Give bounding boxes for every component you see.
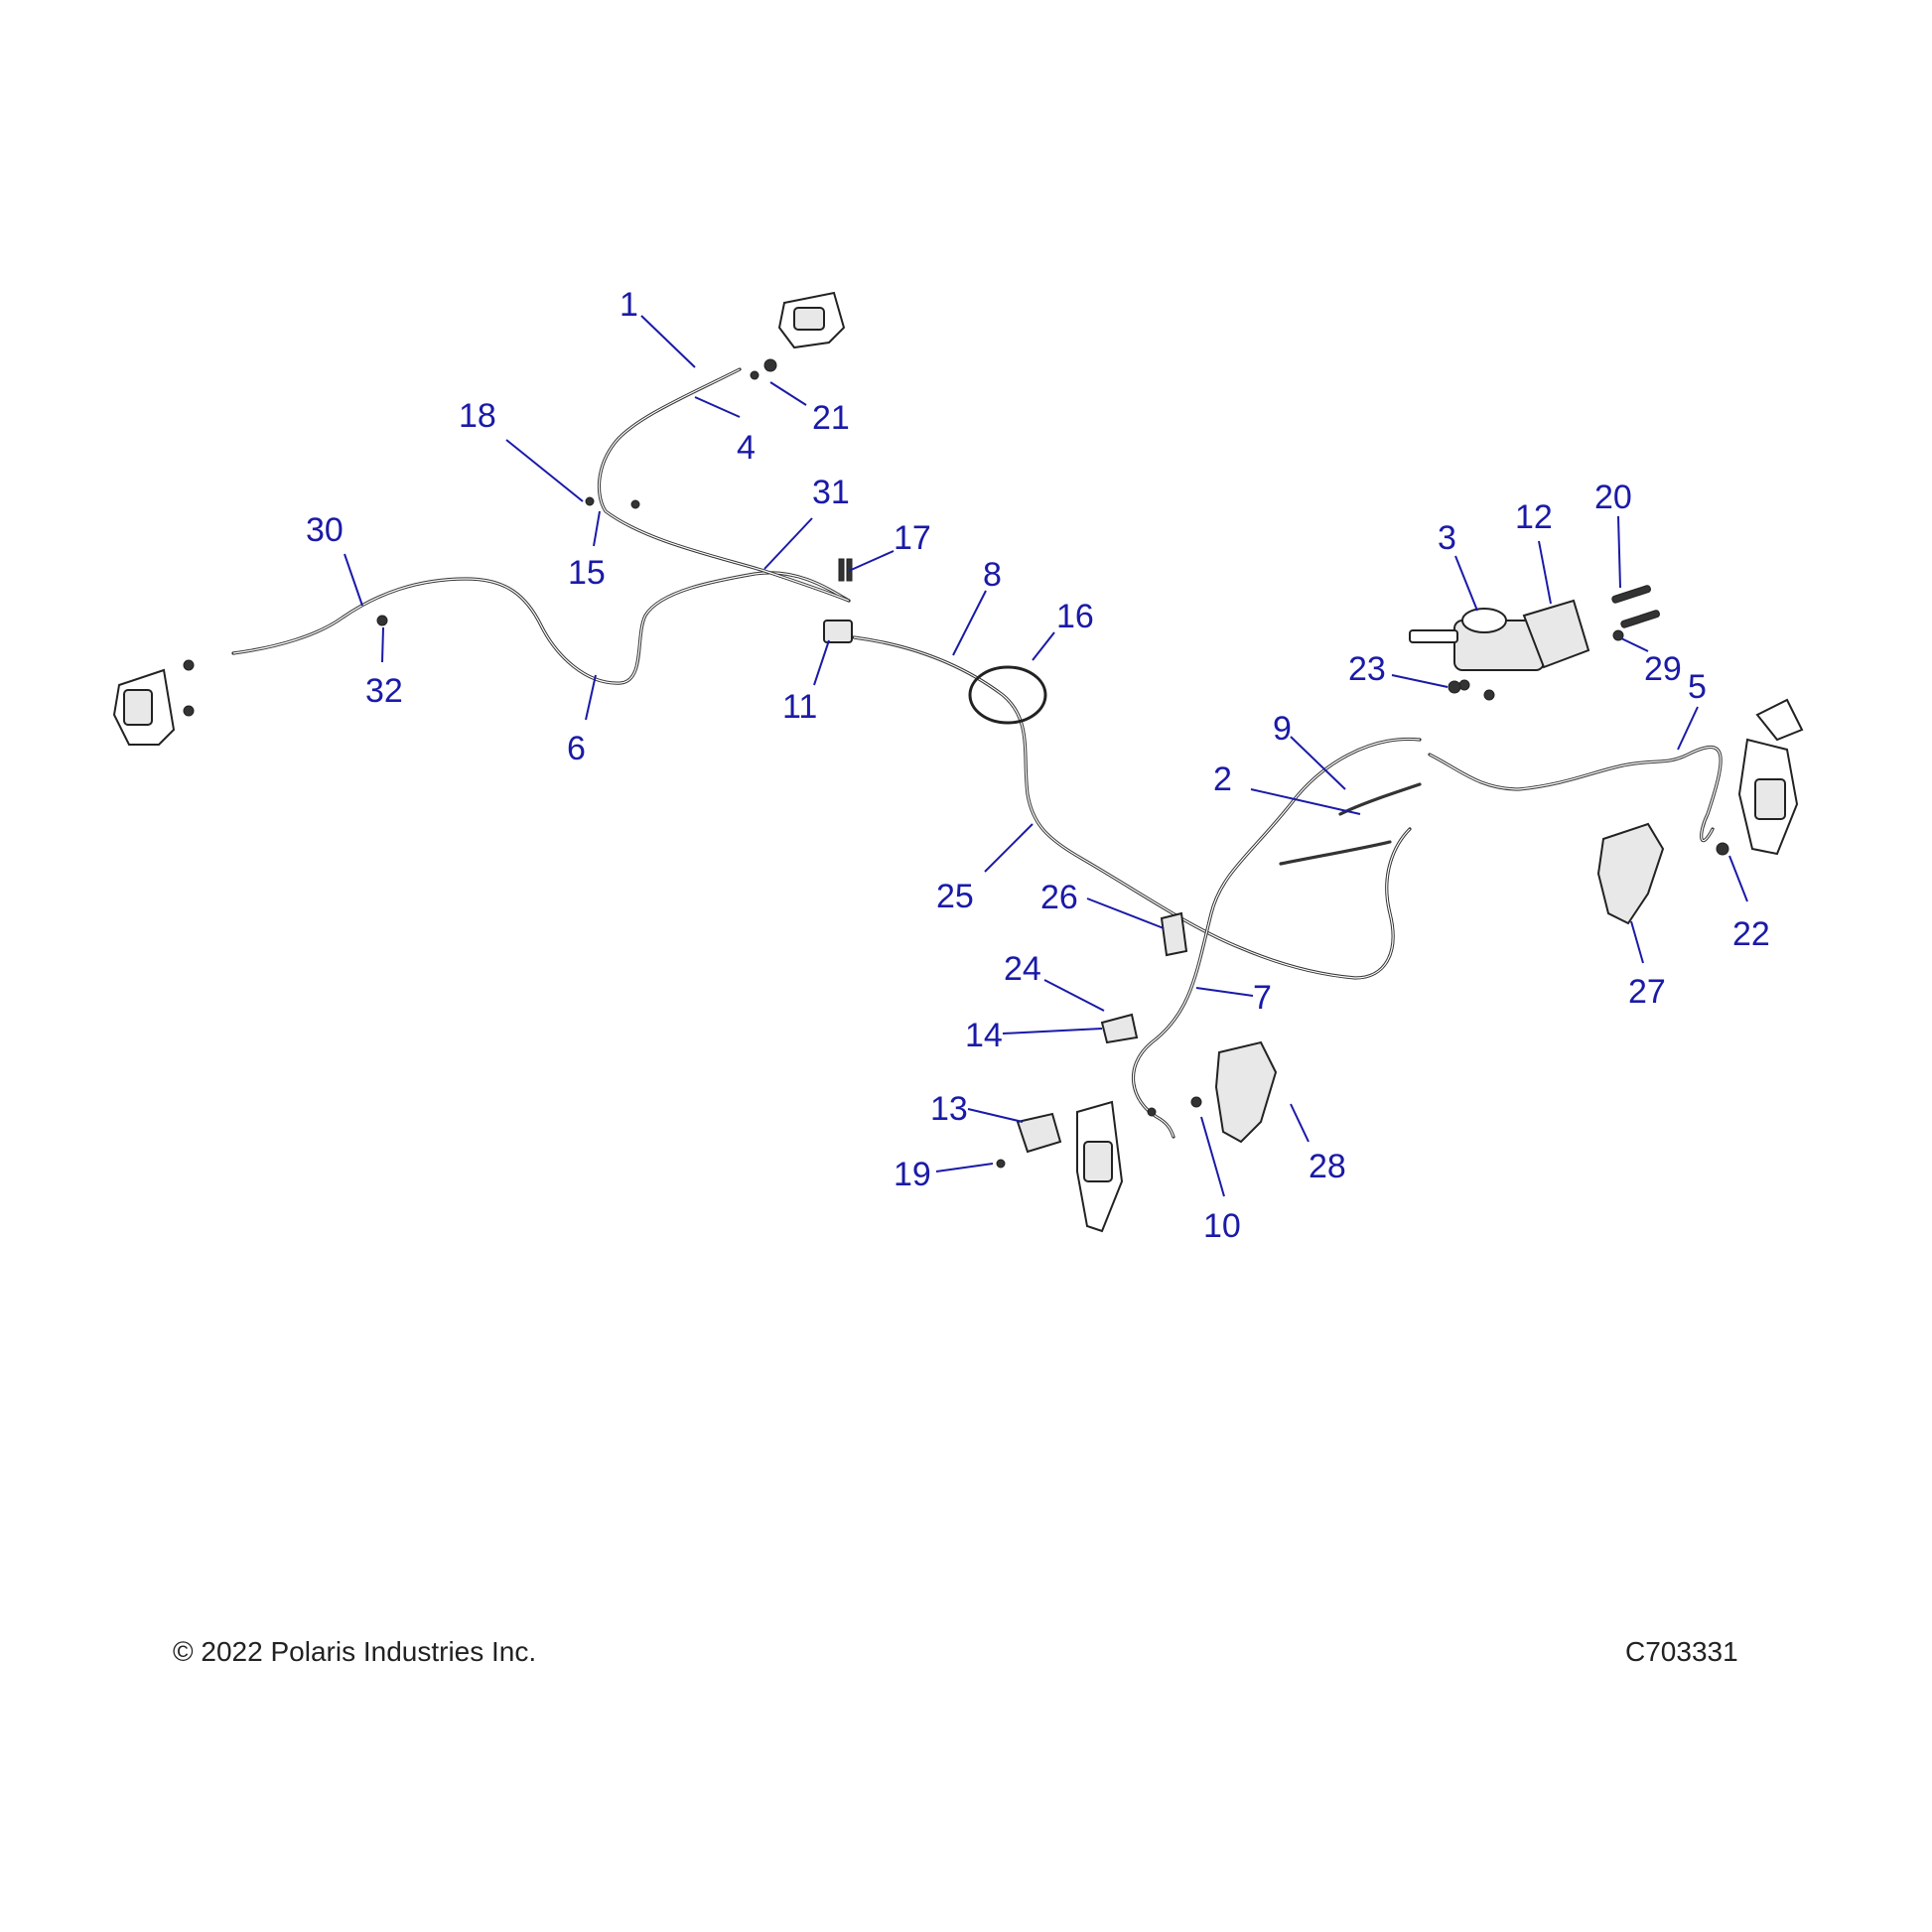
- callout-22: 22: [1732, 915, 1770, 953]
- master-cylinder-3: [1409, 608, 1545, 701]
- callout-12: 12: [1515, 498, 1553, 536]
- callout-4: 4: [737, 429, 756, 467]
- bracket-12: [1522, 599, 1590, 669]
- callout-20: 20: [1594, 479, 1632, 516]
- callout-14: 14: [965, 1017, 1003, 1054]
- caliper-front-upper: [750, 291, 846, 380]
- brake-line-5-inner: [1429, 746, 1722, 842]
- callout-27: 27: [1628, 973, 1666, 1011]
- brake-line-4-inner: [598, 368, 850, 602]
- leader-lines: [344, 315, 1748, 1197]
- callout-23: 23: [1348, 650, 1386, 688]
- caliper-front-left: [112, 659, 195, 746]
- copyright-notice: © 2022 Polaris Industries Inc.: [173, 1636, 537, 1667]
- loop-clamp-16: [968, 665, 1047, 725]
- clip-26: [1160, 911, 1188, 957]
- callout-labels: 1 2 3 4 5 6 7 8 9 10 11 12 13 14 15 16 1…: [306, 286, 1770, 1245]
- callout-15: 15: [568, 554, 606, 592]
- drawing-number: C703331: [1625, 1636, 1738, 1667]
- caliper-rear-right: [1737, 698, 1804, 856]
- clip-14: [1100, 1013, 1139, 1044]
- junction-block-11: [823, 620, 853, 643]
- callout-26: 26: [1040, 879, 1078, 916]
- callout-25: 25: [936, 878, 974, 915]
- callout-19: 19: [894, 1156, 931, 1193]
- shield-28: [1214, 1040, 1278, 1144]
- callout-29: 29: [1644, 650, 1682, 688]
- callout-2: 2: [1213, 760, 1232, 798]
- callout-24: 24: [1004, 950, 1041, 988]
- caliper-rear-left: [1076, 1100, 1124, 1233]
- brake-line-5: [1428, 745, 1723, 843]
- callout-28: 28: [1309, 1148, 1346, 1185]
- callout-18: 18: [459, 397, 496, 435]
- brake-line-9: [1338, 782, 1422, 816]
- brake-line-8: [852, 635, 1412, 980]
- callout-32: 32: [365, 672, 403, 710]
- callout-7: 7: [1253, 979, 1272, 1017]
- callout-8: 8: [983, 556, 1002, 594]
- brake-line-6-inner: [232, 572, 850, 684]
- callout-21: 21: [812, 399, 850, 437]
- callout-5: 5: [1688, 668, 1707, 706]
- callout-30: 30: [306, 511, 344, 549]
- callout-13: 13: [930, 1090, 968, 1128]
- callout-1: 1: [620, 286, 638, 324]
- brake-line-2: [1279, 840, 1392, 866]
- small-hardware: [376, 496, 1729, 1169]
- callout-11: 11: [782, 688, 817, 726]
- callout-16: 16: [1056, 598, 1094, 635]
- callout-17: 17: [894, 519, 931, 557]
- callout-9: 9: [1273, 710, 1292, 748]
- bracket-13: [1016, 1112, 1062, 1154]
- callout-6: 6: [567, 730, 586, 767]
- brake-line-8-inner: [853, 636, 1411, 979]
- callout-31: 31: [812, 474, 850, 511]
- callout-10: 10: [1203, 1207, 1241, 1245]
- brake-line-paths: [231, 367, 1723, 1139]
- callout-3: 3: [1438, 519, 1456, 557]
- brake-line-7-inner: [1132, 738, 1421, 1138]
- shield-27: [1596, 822, 1665, 925]
